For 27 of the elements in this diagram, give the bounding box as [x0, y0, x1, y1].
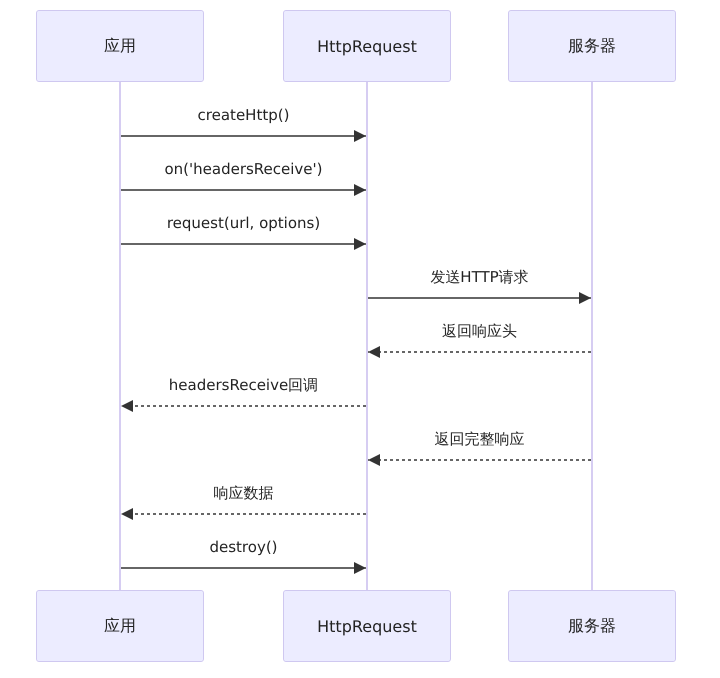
participant-box: 应用 — [36, 10, 204, 82]
message-label: on('headersReceive') — [164, 160, 323, 178]
message-label: request(url, options) — [166, 214, 320, 232]
message-arrow — [121, 130, 366, 142]
message-arrow — [368, 454, 591, 466]
message-arrow — [121, 400, 366, 412]
participant-box: 服务器 — [508, 10, 676, 82]
participant-box: HttpRequest — [283, 590, 451, 662]
message-label: 响应数据 — [214, 484, 274, 503]
message-arrow — [368, 292, 591, 304]
lifeline — [591, 82, 593, 590]
message-arrow — [121, 508, 366, 520]
participant-box: 应用 — [36, 590, 204, 662]
lifeline — [366, 82, 368, 590]
message-arrow — [121, 184, 366, 196]
participant-box: 服务器 — [508, 590, 676, 662]
message-label: 返回响应头 — [442, 322, 517, 341]
message-label: destroy() — [209, 538, 278, 556]
message-label: createHttp() — [198, 106, 290, 124]
message-label: headersReceive回调 — [168, 376, 318, 395]
message-arrow — [368, 346, 591, 358]
lifeline — [119, 82, 121, 590]
message-arrow — [121, 562, 366, 574]
message-arrow — [121, 238, 366, 250]
message-label: 发送HTTP请求 — [430, 268, 529, 287]
participant-box: HttpRequest — [283, 10, 451, 82]
message-label: 返回完整响应 — [434, 430, 524, 449]
